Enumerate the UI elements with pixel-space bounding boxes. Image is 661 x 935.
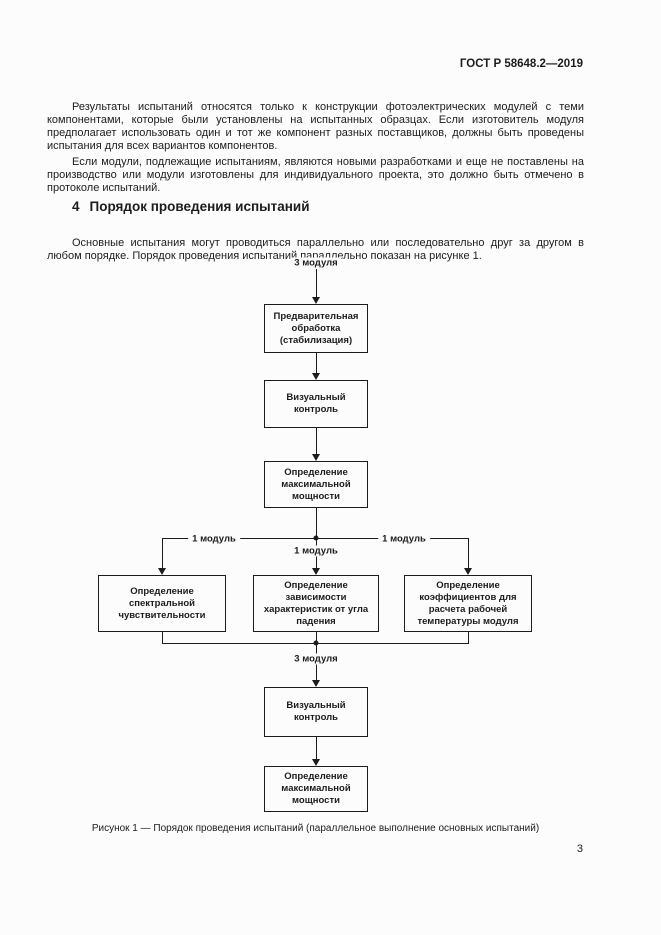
section-heading: 4 Порядок проведения испытаний (72, 199, 310, 214)
flow-label-1-module-center: 1 модуль (290, 545, 342, 557)
page-number: 3 (576, 843, 583, 855)
arrow-down-icon (464, 568, 472, 575)
arrow-down-icon (312, 454, 320, 461)
flow-box-temperature-coefficients: Определение коэффициентов для расчета ра… (404, 575, 532, 632)
connector-line (316, 353, 317, 373)
connector-line (468, 538, 469, 568)
section-title: Порядок проведения испытаний (89, 199, 310, 214)
paragraph: Основные испытания могут проводиться пар… (47, 237, 584, 262)
connector-line (316, 632, 317, 644)
arrow-down-icon (312, 297, 320, 304)
document-header: ГОСТ Р 58648.2—2019 (459, 58, 583, 70)
paragraph: Результаты испытаний относятся только к … (47, 101, 584, 152)
connector-line (316, 737, 317, 759)
figure-caption: Рисунок 1 — Порядок проведения испытаний… (91, 823, 540, 834)
flow-box-max-power-1: Определение максимальной мощности (264, 461, 368, 508)
connector-line (468, 632, 469, 644)
connector-line (316, 428, 317, 454)
flow-box-angle-dependence: Определение зависимости характеристик от… (253, 575, 379, 632)
flow-box-spectral-response: Определение спектральной чувствительност… (98, 575, 226, 632)
paragraph: Если модули, подлежащие испытаниям, явля… (47, 156, 584, 194)
flow-label-3-modules-top: 3 модуля (290, 257, 342, 269)
arrow-down-icon (312, 680, 320, 687)
section-number: 4 (72, 199, 80, 214)
flow-box-pretreatment: Предварительная обработка (стабилизация) (264, 304, 368, 353)
flow-box-max-power-2: Определение максимальной мощности (264, 766, 368, 812)
flow-label-1-module-left: 1 модуль (188, 533, 240, 545)
connector-line (162, 632, 163, 644)
flow-box-visual-inspection-1: Визуальный контроль (264, 380, 368, 428)
arrow-down-icon (312, 568, 320, 575)
connector-line (316, 269, 317, 297)
arrow-down-icon (158, 568, 166, 575)
flow-box-visual-inspection-2: Визуальный контроль (264, 687, 368, 737)
junction-dot (313, 640, 319, 646)
connector-line (162, 538, 163, 568)
connector-line (316, 508, 317, 538)
flow-label-3-modules-merge: 3 модуля (290, 653, 342, 665)
arrow-down-icon (312, 373, 320, 380)
flow-label-1-module-right: 1 модуль (378, 533, 430, 545)
arrow-down-icon (312, 759, 320, 766)
junction-dot (313, 535, 319, 541)
